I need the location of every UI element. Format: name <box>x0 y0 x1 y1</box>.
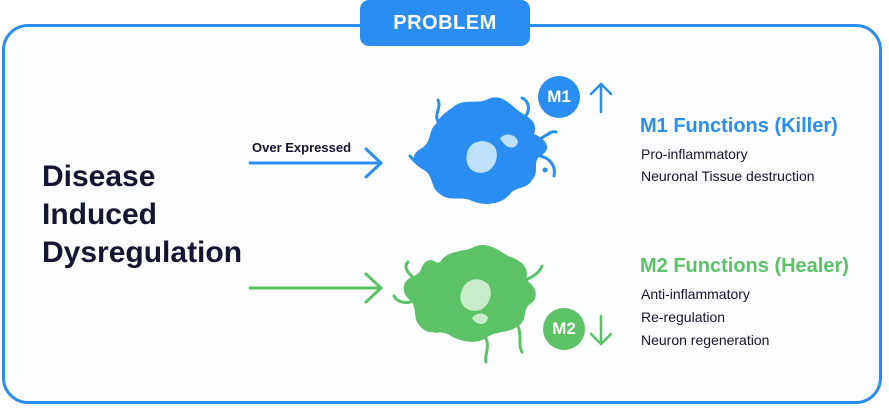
over-expressed-label: Over Expressed <box>252 140 352 155</box>
m1-badge: M1 <box>538 76 580 118</box>
m1-function-item: Neuronal Tissue destruction <box>641 168 815 184</box>
arrow-to-m1 <box>248 147 383 179</box>
title-line-1: Disease <box>42 160 156 193</box>
arrow-up-icon <box>589 82 613 114</box>
m2-badge: M2 <box>543 308 585 350</box>
m2-function-item: Anti-inflammatory <box>641 286 750 302</box>
m2-function-item: Neuron regeneration <box>641 332 770 348</box>
m1-function-item: Pro-inflammatory <box>641 146 748 162</box>
title-line-2: Induced <box>42 198 158 231</box>
title-line-3: Dysregulation <box>42 236 243 269</box>
problem-tab: PROBLEM <box>360 0 530 46</box>
disease-title: Disease Induced Dysregulation <box>42 158 262 272</box>
m2-cell-icon <box>392 245 544 364</box>
m1-functions-title: M1 Functions (Killer) <box>640 115 838 137</box>
m2-function-item: Re-regulation <box>641 309 726 325</box>
arrow-down-icon <box>589 314 613 346</box>
m1-cell-icon <box>408 96 558 204</box>
m2-functions-title: M2 Functions (Healer) <box>640 255 849 277</box>
problem-panel <box>2 24 882 404</box>
arrow-to-m2 <box>248 272 383 304</box>
